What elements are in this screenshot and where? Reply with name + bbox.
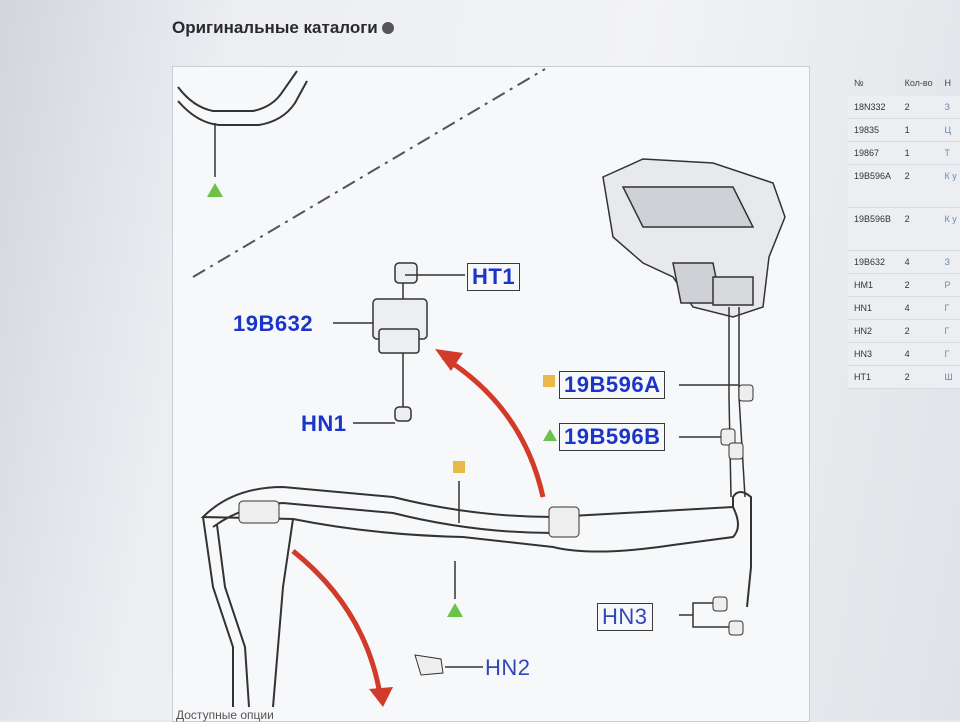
parts-table-header: № Кол-во Н	[848, 70, 960, 96]
available-options-label: Доступные опции	[176, 708, 274, 722]
header-name: Н	[944, 78, 952, 88]
main-pipes	[200, 485, 752, 708]
callout-19b632[interactable]: 19B632	[233, 311, 314, 336]
part-19b632	[372, 262, 428, 422]
callout-19b596a[interactable]: 19B596A	[559, 371, 666, 399]
clip-hn2	[414, 654, 444, 676]
parts-diagram[interactable]: HT1 19B632 HN1 19B596A 19B596B HN3 HN2	[172, 66, 810, 722]
clamp-middle	[548, 506, 580, 538]
connector-19b596a	[738, 384, 754, 402]
clamp-left	[238, 500, 280, 524]
callout-hn2[interactable]: HN2	[485, 655, 531, 680]
header-quantity: Кол-во	[904, 78, 933, 88]
callout-hn1[interactable]: HN1	[301, 411, 347, 436]
marker-triangle-top	[207, 183, 223, 197]
marker-triangle-b	[543, 429, 557, 441]
diagram-drawing	[177, 68, 786, 708]
header-number: №	[854, 78, 864, 88]
engine-block	[602, 158, 786, 318]
pipe-top-1	[177, 70, 298, 112]
callout-hn3[interactable]: HN3	[597, 603, 653, 631]
callout-19b596b[interactable]: 19B596B	[559, 423, 666, 451]
red-arrow-up	[441, 354, 546, 498]
marker-square-a	[543, 375, 555, 387]
callout-ht1[interactable]: HT1	[467, 263, 521, 291]
marker-square-mid	[453, 461, 465, 473]
section-divider-line	[192, 68, 546, 278]
clip-hn3-1	[712, 596, 728, 612]
red-arrow-down	[291, 549, 382, 690]
clip-hn3-2	[728, 620, 744, 636]
help-icon[interactable]	[381, 22, 394, 34]
page-title: Оригинальные каталоги	[172, 18, 394, 38]
pipe-top-2	[177, 80, 308, 126]
marker-triangle-bottom	[447, 603, 463, 617]
